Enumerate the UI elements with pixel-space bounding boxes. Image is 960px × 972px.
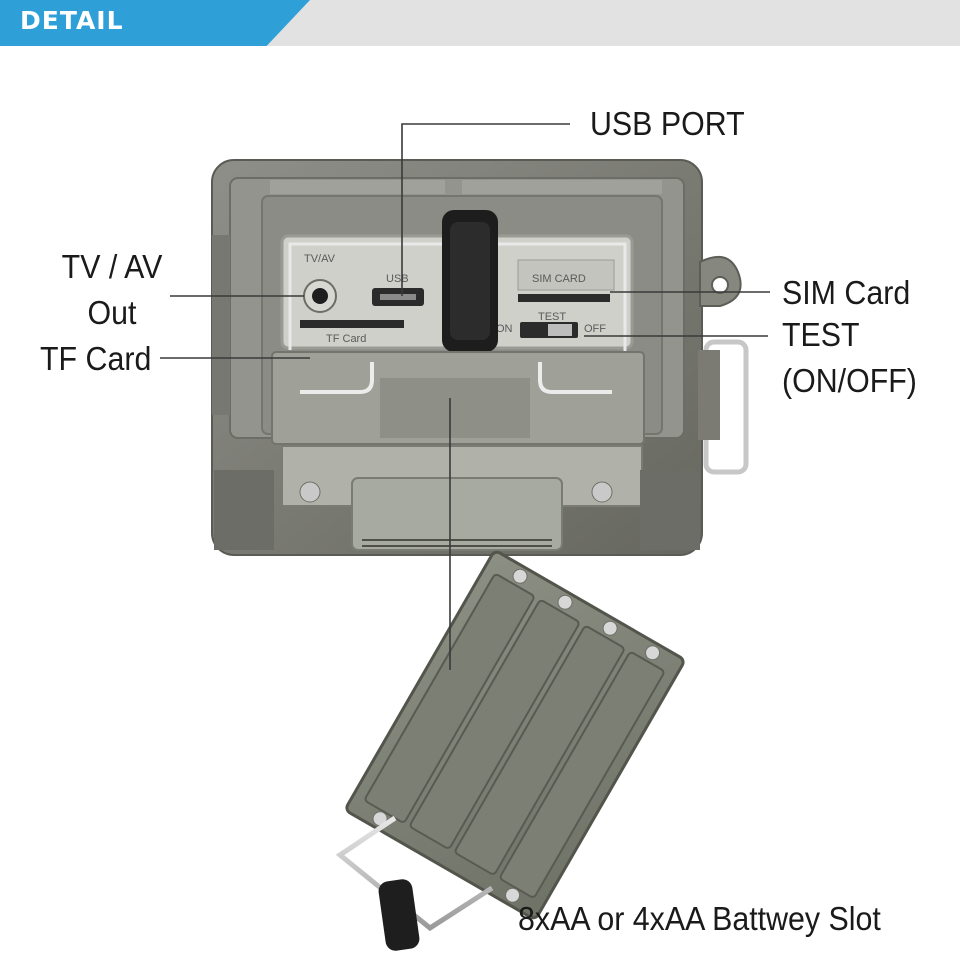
control-panel: TV/AV USB TF Card SIM CARD TEST ON OFF [280, 234, 634, 352]
header-title: DETAIL [20, 6, 124, 35]
label-usb-port: USB PORT [590, 105, 745, 142]
panel-label-on: ON [496, 323, 513, 335]
battery-bay [214, 351, 700, 551]
sim-slot-icon [518, 294, 610, 302]
tray-handle [335, 815, 494, 951]
tf-slot-icon [300, 320, 404, 328]
panel-label-tf-card: TF Card [326, 333, 366, 345]
battery-tray [345, 550, 685, 920]
panel-label-sim-card: SIM CARD [532, 273, 586, 285]
label-battery-slot: 8xAA or 4xAA Battwey Slot [518, 900, 881, 937]
label-on-off: (ON/OFF) [782, 362, 917, 399]
label-test: TEST [782, 316, 860, 353]
label-tf-card: TF Card [40, 340, 152, 377]
velcro-strap [442, 210, 498, 352]
header-badge [0, 0, 310, 46]
panel-label-tv-av: TV/AV [304, 253, 336, 265]
label-sim-card: SIM Card [782, 274, 911, 311]
label-out: Out [87, 294, 137, 331]
callout-lines [160, 123, 770, 670]
label-tv-av: TV / AV [61, 248, 163, 285]
panel-label-test: TEST [538, 311, 566, 323]
panel-label-off: OFF [584, 323, 606, 335]
panel-label-usb: USB [386, 273, 409, 285]
